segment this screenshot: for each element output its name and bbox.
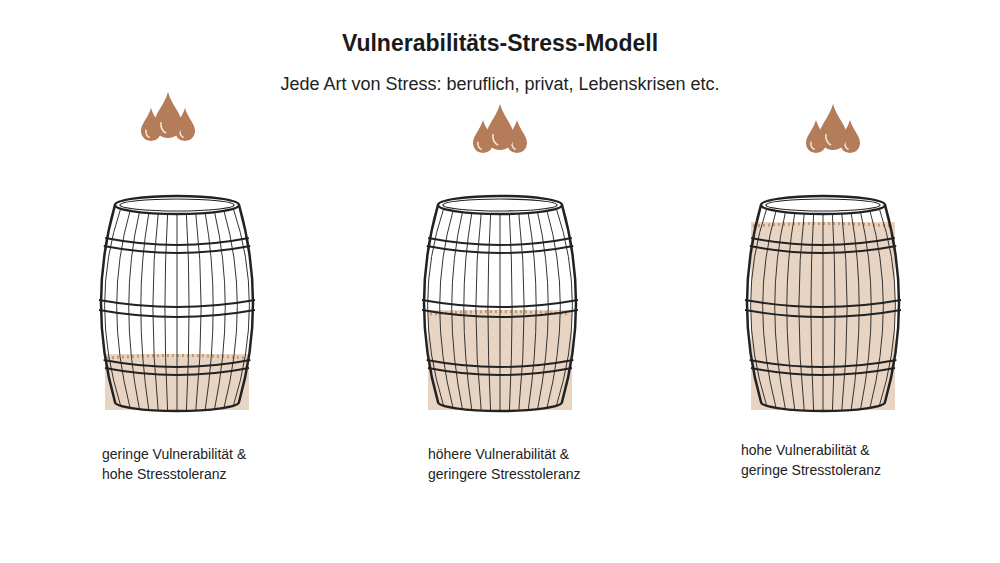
barrel-caption: höhere Vulnerabilität & geringere Stress…	[428, 444, 603, 484]
subtitle: Jede Art von Stress: beruflich, privat, …	[0, 74, 1000, 95]
barrel-caption: hohe Vulnerabilität & geringe Stresstole…	[741, 440, 911, 480]
diagram-title: Vulnerabilitäts-Stress-Modell	[0, 30, 1000, 57]
barrel-caption: geringe Vulnerabilität & hohe Stresstole…	[102, 444, 262, 484]
